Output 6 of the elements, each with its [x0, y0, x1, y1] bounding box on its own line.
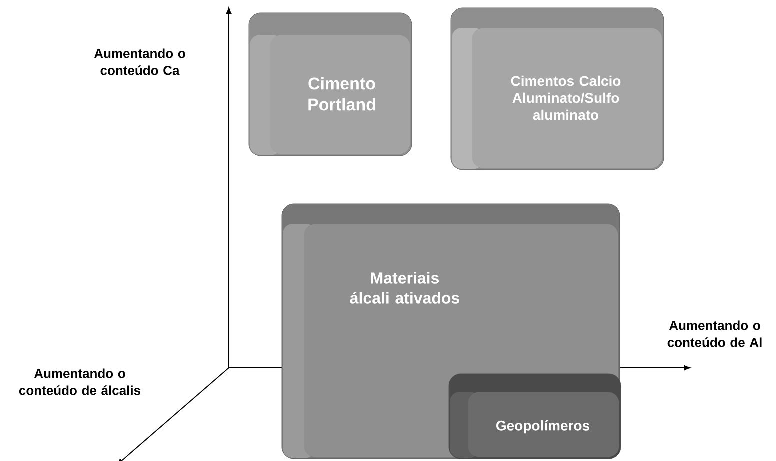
axis-label: Aumentando o conteúdo de Al — [668, 320, 762, 348]
block-box: Cimento Portland — [248, 12, 412, 156]
axis-label: Aumentando o conteúdo Ca — [94, 48, 186, 76]
block-box: Geopolímeros — [448, 374, 622, 460]
block-box: Cimentos Calcio Aluminato/Sulfo aluminato — [450, 8, 664, 170]
axis-label: Aumentando o conteúdo de álcalis — [19, 368, 140, 396]
